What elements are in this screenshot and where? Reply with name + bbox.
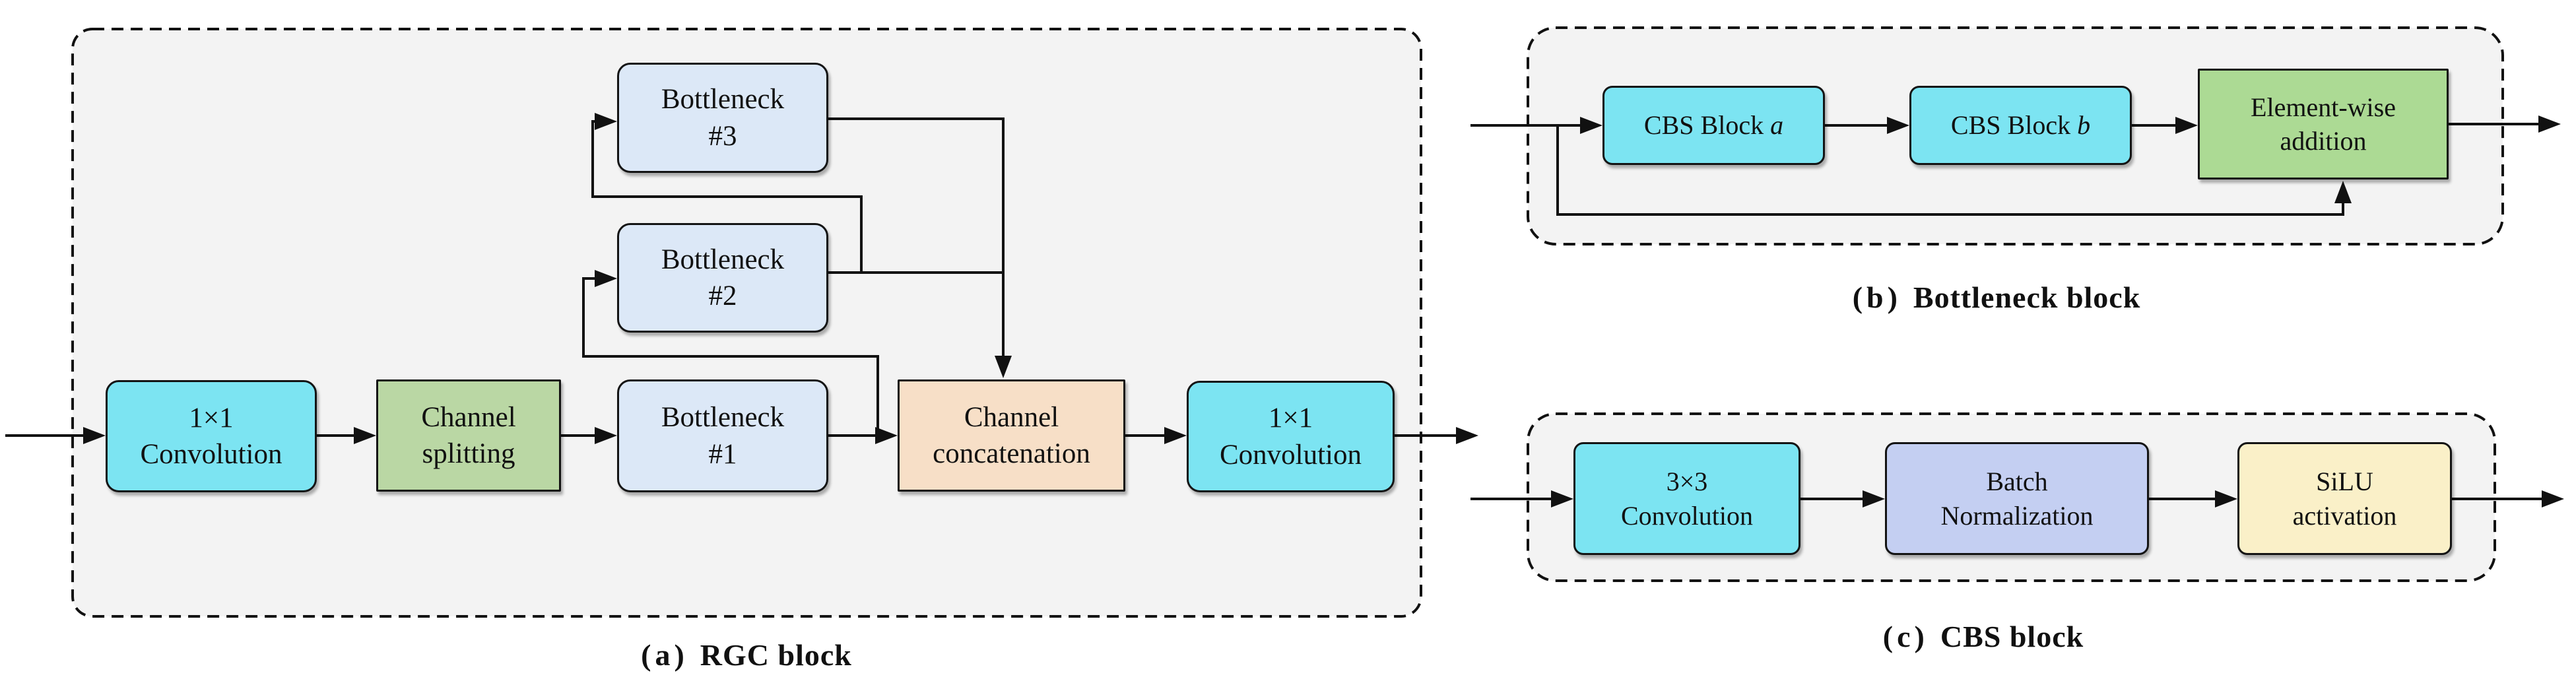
a-tap2-arrowhead bbox=[595, 113, 617, 130]
node-label: Convolution bbox=[1219, 439, 1362, 471]
node-label: 1×1 bbox=[1268, 403, 1313, 434]
c-bn-to-silu-arrowhead bbox=[2215, 490, 2237, 507]
a-b1-to-concat-arrowhead bbox=[875, 427, 898, 444]
node-label: #2 bbox=[708, 280, 737, 311]
node-channel-splitting: Channel splitting bbox=[376, 379, 561, 492]
a-input-arrowhead bbox=[83, 427, 106, 444]
caption-text: Bottleneck block bbox=[1913, 280, 2141, 314]
node-label: Batch bbox=[1986, 467, 2048, 497]
node-label: #3 bbox=[708, 120, 737, 152]
node-label: Channel bbox=[421, 401, 516, 433]
node-bottleneck-1: Bottleneck #1 bbox=[617, 379, 828, 492]
node-label: CBS Block bbox=[1643, 110, 1764, 141]
caption-panel-a: (a) RGC block bbox=[416, 637, 1076, 672]
node-label: Element-wise bbox=[2251, 92, 2396, 122]
a-drop-into-concat-arrowhead bbox=[995, 356, 1012, 378]
a-tap1-elbow bbox=[582, 277, 879, 436]
node-label-variant: b bbox=[2077, 110, 2091, 141]
node-label: concatenation bbox=[933, 438, 1090, 469]
node-cbs-block-b: CBS Block b bbox=[1909, 86, 2132, 165]
node-label: SiLU bbox=[2316, 467, 2373, 497]
node-label: activation bbox=[2292, 500, 2397, 531]
caption-panel-b: (b) Bottleneck block bbox=[1667, 280, 2327, 315]
node-bottleneck-3: Bottleneck #3 bbox=[617, 63, 828, 173]
node-bottleneck-2: Bottleneck #2 bbox=[617, 223, 828, 333]
b-skip-up-arrowhead bbox=[2334, 181, 2352, 203]
node-label: Bottleneck bbox=[661, 84, 785, 115]
caption-index: (c) bbox=[1882, 620, 1929, 653]
b-output-arrowhead bbox=[2538, 115, 2561, 133]
caption-text: RGC block bbox=[700, 638, 852, 672]
node-label: Convolution bbox=[140, 439, 282, 470]
caption-index: (a) bbox=[641, 638, 688, 672]
node-elementwise-addition: Element-wise addition bbox=[2198, 69, 2449, 179]
caption-index: (b) bbox=[1852, 280, 1901, 314]
a-split-to-b1-arrowhead bbox=[595, 427, 617, 444]
b-cbsb-to-add-arrowhead bbox=[2175, 117, 2198, 134]
node-conv1x1-input: 1×1 Convolution bbox=[106, 380, 317, 492]
node-batch-normalization: Batch Normalization bbox=[1885, 442, 2149, 555]
node-conv3x3: 3×3 Convolution bbox=[1573, 442, 1800, 555]
node-label: Bottleneck bbox=[661, 402, 785, 434]
c-input-arrowhead bbox=[1551, 490, 1573, 507]
node-label: Normalization bbox=[1940, 500, 2094, 531]
node-silu-activation: SiLU activation bbox=[2237, 442, 2452, 555]
node-label-variant: a bbox=[1770, 110, 1784, 141]
node-label: 1×1 bbox=[189, 402, 234, 434]
caption-text: CBS block bbox=[1940, 620, 2084, 653]
node-label: splitting bbox=[422, 438, 515, 469]
c-conv-to-bn-arrowhead bbox=[1863, 490, 1885, 507]
node-label: CBS Block bbox=[1950, 110, 2071, 141]
node-label: addition bbox=[2280, 126, 2367, 156]
node-label: 3×3 bbox=[1666, 467, 1708, 497]
b-skip-elbow bbox=[1556, 125, 2344, 216]
node-label: #1 bbox=[708, 438, 737, 470]
caption-panel-c: (c) CBS block bbox=[1653, 619, 2313, 654]
a-tap1-arrowhead bbox=[595, 270, 617, 287]
node-label: Bottleneck bbox=[661, 244, 785, 275]
node-cbs-block-a: CBS Block a bbox=[1602, 86, 1825, 165]
node-label: Channel bbox=[964, 401, 1059, 433]
node-channel-concatenation: Channel concatenation bbox=[898, 379, 1125, 492]
b-input-arrowhead bbox=[1580, 117, 1602, 134]
node-label: Convolution bbox=[1620, 500, 1754, 531]
node-conv1x1-output: 1×1 Convolution bbox=[1187, 381, 1395, 492]
c-output-arrowhead bbox=[2542, 490, 2564, 507]
a-b3-output-drop bbox=[828, 117, 1005, 360]
b-cbsa-to-cbsb-arrowhead bbox=[1887, 117, 1909, 134]
a-conv-to-split-arrowhead bbox=[354, 427, 376, 444]
a-output-arrowhead bbox=[1456, 427, 1478, 444]
a-concat-to-conv-arrowhead bbox=[1164, 427, 1187, 444]
